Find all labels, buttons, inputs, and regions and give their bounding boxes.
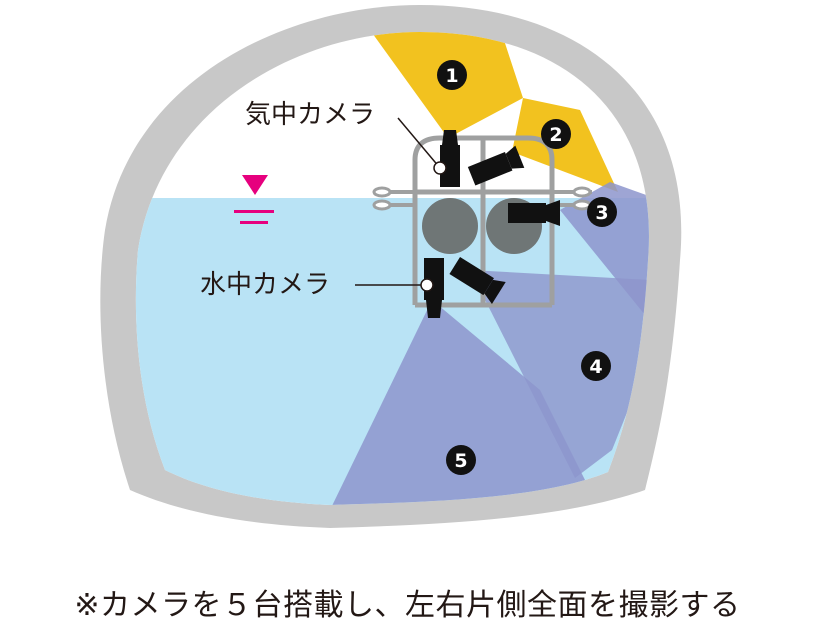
- camera-icon: [449, 256, 506, 305]
- camera-field-5: [330, 300, 600, 505]
- caption-text: ※カメラを５台搭載し、左右片側全面を撮影する: [74, 588, 741, 623]
- camera-number-1: 1: [445, 65, 458, 87]
- camera-number-3: 3: [595, 202, 608, 224]
- air-camera-leader: [397, 117, 441, 169]
- camera-icon: [467, 145, 525, 186]
- camera-icon: [440, 130, 460, 187]
- tunnel-inspection-diagram: 気中カメラ 水中カメラ 1 2 3 4 5: [100, 5, 682, 528]
- air-camera-label: 気中カメラ: [245, 100, 375, 130]
- number-circle-icon: 5: [446, 445, 476, 475]
- number-circle-icon: 2: [541, 119, 571, 149]
- camera-field-4: [470, 270, 649, 478]
- water-camera-pointer: [420, 278, 434, 292]
- camera-icon: [508, 200, 560, 226]
- water-level-icon: [234, 175, 274, 224]
- number-circle-icon: 3: [587, 197, 617, 227]
- water-camera-label: 水中カメラ: [200, 270, 330, 300]
- camera-number-5: 5: [454, 450, 467, 472]
- camera-number-2: 2: [549, 124, 562, 146]
- number-circle-icon: 4: [581, 351, 611, 381]
- roller-left: [422, 198, 478, 254]
- camera-number-4: 4: [589, 356, 602, 378]
- air-camera-pointer: [433, 161, 447, 175]
- number-circle-icon: 1: [437, 60, 467, 90]
